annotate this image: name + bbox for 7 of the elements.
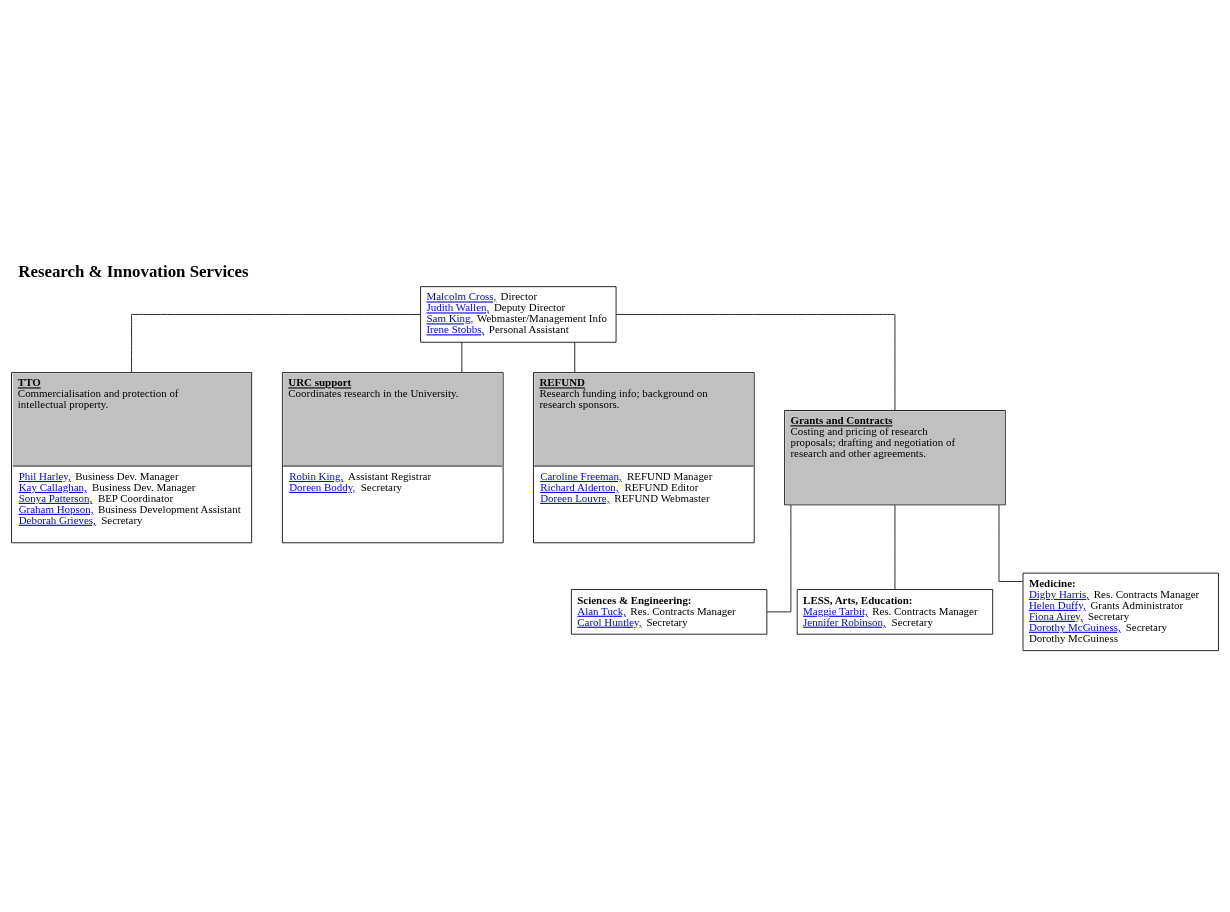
diagram-title: Research & Innovation Services: [18, 262, 249, 282]
connector: [574, 342, 576, 373]
connector: [615, 314, 896, 411]
connector: [461, 342, 463, 373]
connector: [894, 504, 896, 590]
connector: [998, 504, 1024, 582]
connector: [131, 314, 421, 373]
